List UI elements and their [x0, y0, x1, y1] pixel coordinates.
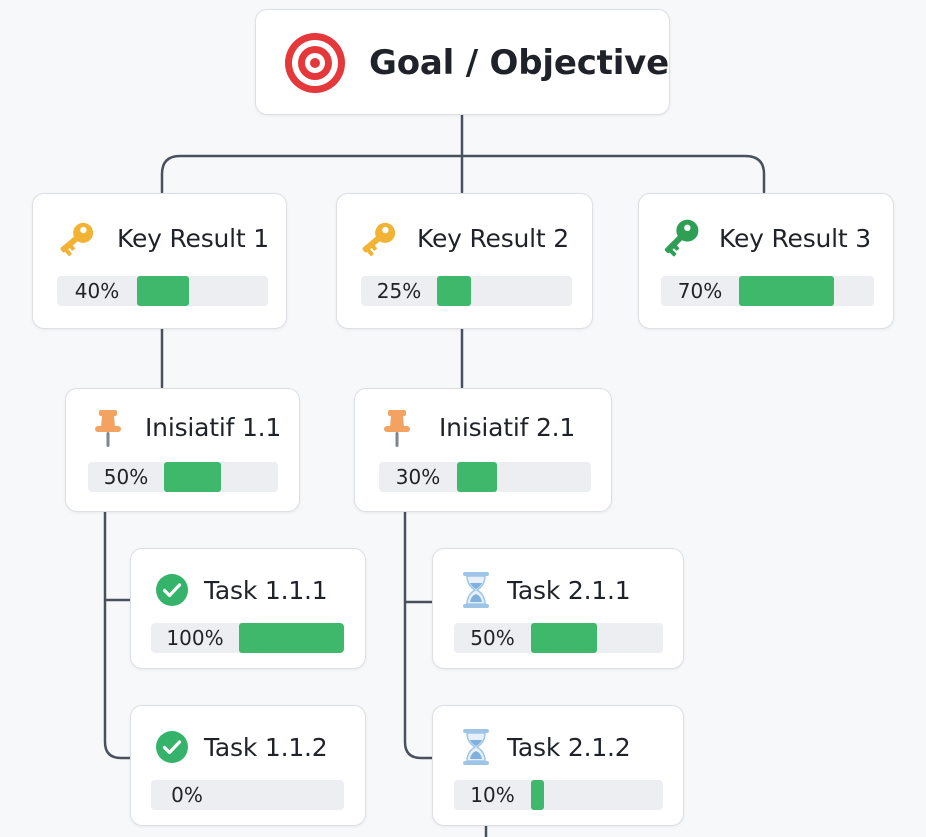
progress-label: 70% — [677, 279, 723, 303]
progress-fill — [531, 623, 597, 653]
progress-fill — [239, 623, 344, 653]
progress-fill — [457, 462, 498, 492]
check-circle-icon — [156, 574, 188, 606]
progress-fill — [437, 276, 471, 306]
connector-initiative-1-1-to-tasks — [103, 510, 132, 760]
task-title: Task 1.1.1 — [204, 575, 328, 605]
initiative-card-2-1[interactable]: Inisiatif 2.1 30% — [354, 388, 612, 512]
connector-initiative-2-1-to-tasks — [403, 510, 434, 760]
progress-bar: 50% — [88, 462, 278, 492]
task-card-1-1-1[interactable]: Task 1.1.1 100% — [130, 548, 366, 669]
progress-fill — [531, 780, 545, 810]
key-result-card-3[interactable]: Key Result 3 70% — [638, 193, 894, 329]
initiative-card-1-1[interactable]: Inisiatif 1.1 50% — [65, 388, 300, 512]
progress-label: 50% — [103, 465, 149, 489]
progress-bar: 50% — [454, 623, 663, 653]
progress-label: 50% — [470, 626, 515, 650]
progress-label: 30% — [395, 465, 441, 489]
progress-bar: 10% — [454, 780, 663, 810]
progress-fill — [739, 276, 834, 306]
progress-bar: 100% — [151, 623, 344, 653]
check-circle-icon — [156, 731, 188, 763]
progress-label: 0% — [171, 783, 203, 807]
connector-goal-to-key-results — [160, 112, 766, 194]
progress-bar: 40% — [57, 276, 268, 306]
hourglass-icon — [463, 572, 489, 608]
task-card-2-1-2[interactable]: Task 2.1.2 10% — [432, 705, 684, 826]
progress-label: 10% — [470, 783, 515, 807]
key-result-card-2[interactable]: Key Result 2 25% — [336, 193, 593, 329]
progress-label: 100% — [166, 626, 224, 650]
key-icon — [60, 222, 94, 257]
initiative-title: Inisiatif 1.1 — [145, 412, 282, 442]
key-result-title: Key Result 1 — [117, 223, 269, 253]
goal-title: Goal / Objective — [369, 43, 669, 83]
task-card-1-1-2[interactable]: Task 1.1.2 0% — [130, 705, 366, 826]
progress-bar: 70% — [661, 276, 874, 306]
key-icon — [362, 222, 396, 257]
task-title: Task 2.1.1 — [507, 575, 631, 605]
progress-label: 40% — [74, 279, 120, 303]
pushpin-icon — [95, 410, 121, 447]
progress-bar: 30% — [379, 462, 591, 492]
progress-fill — [137, 276, 190, 306]
progress-bar: 0% — [151, 780, 344, 810]
pushpin-icon — [384, 410, 410, 447]
target-icon — [285, 33, 345, 93]
progress-bar: 25% — [361, 276, 572, 306]
progress-fill — [164, 462, 221, 492]
key-result-title: Key Result 3 — [719, 223, 871, 253]
progress-label: 25% — [376, 279, 422, 303]
key-icon — [664, 219, 699, 257]
task-title: Task 1.1.2 — [204, 732, 328, 762]
hourglass-icon — [463, 729, 489, 765]
key-result-card-1[interactable]: Key Result 1 40% — [32, 193, 287, 329]
key-result-title: Key Result 2 — [417, 223, 569, 253]
task-title: Task 2.1.2 — [507, 732, 631, 762]
task-card-2-1-1[interactable]: Task 2.1.1 50% — [432, 548, 684, 669]
initiative-title: Inisiatif 2.1 — [439, 412, 576, 442]
goal-card[interactable]: Goal / Objective — [255, 9, 670, 115]
